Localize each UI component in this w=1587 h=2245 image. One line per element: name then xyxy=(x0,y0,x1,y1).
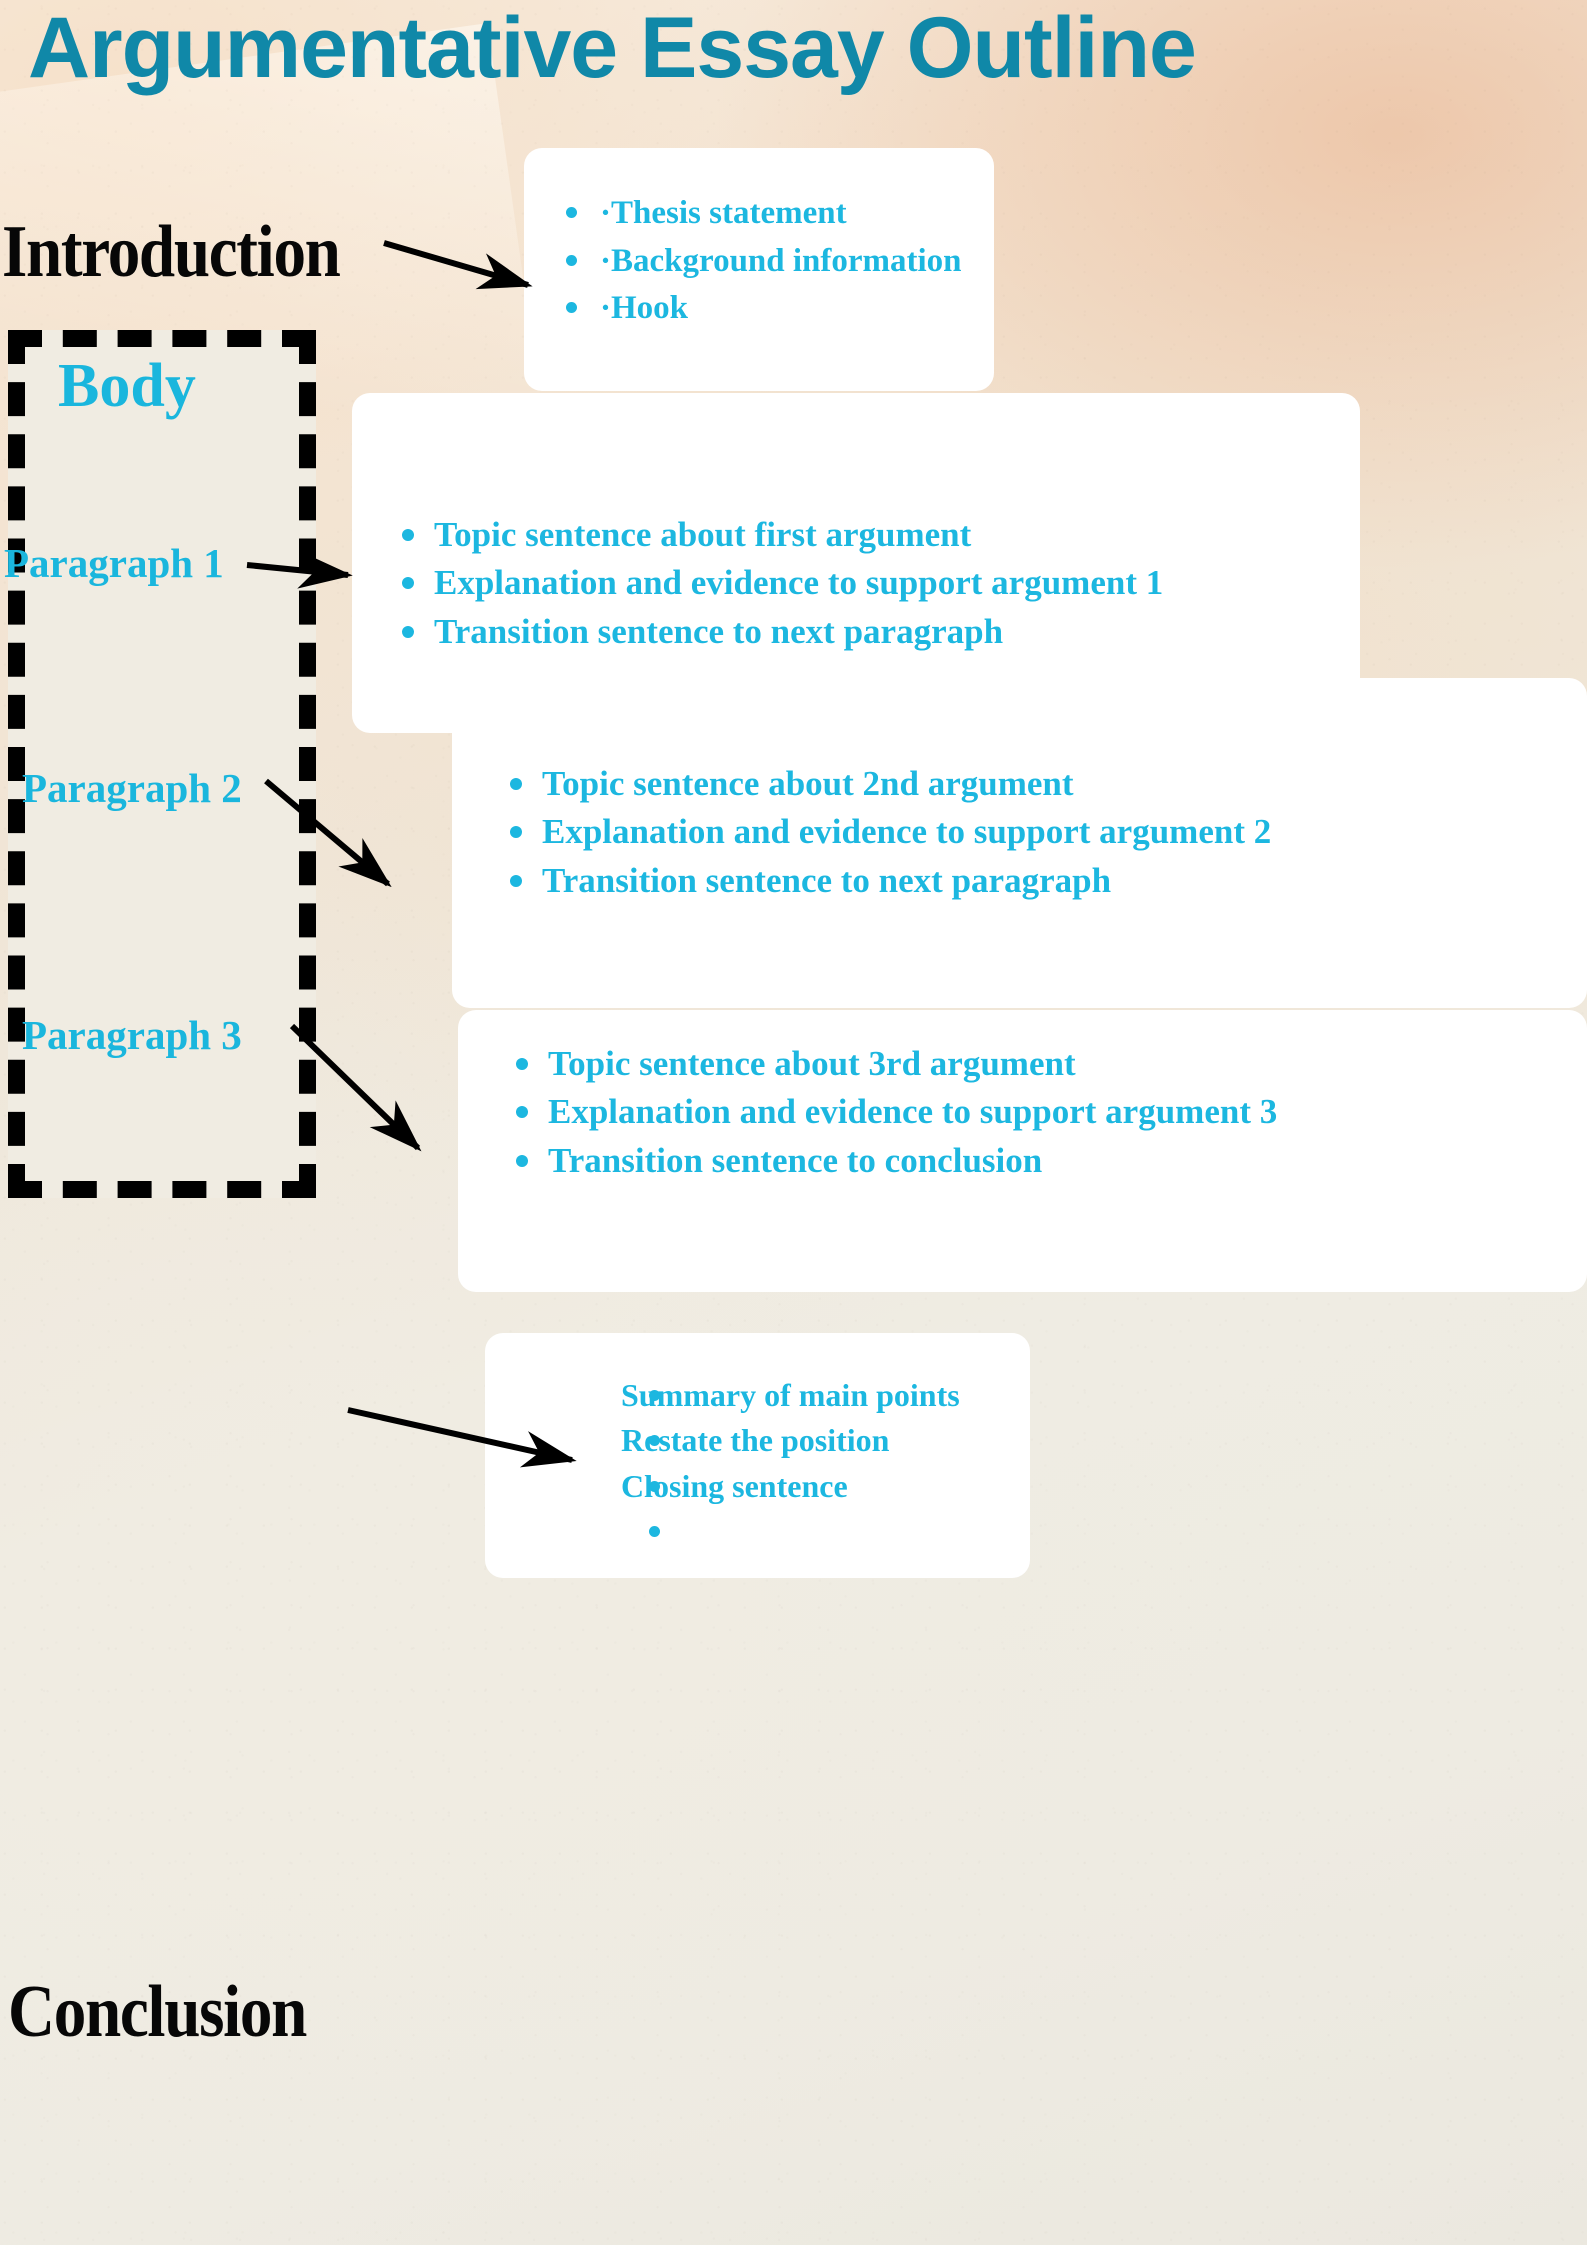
list-item: Closing sentence xyxy=(583,1464,1010,1509)
paragraph-2-bullet-list: Topic sentence about 2nd argument Explan… xyxy=(504,760,1563,905)
paragraph-2-card: Topic sentence about 2nd argument Explan… xyxy=(452,678,1587,1008)
list-item: ·Thesis statement xyxy=(562,190,968,238)
introduction-bullet-list: ·Thesis statement ·Background informatio… xyxy=(562,190,968,333)
paragraph-1-bullet-list: Topic sentence about first argument Expl… xyxy=(396,511,1336,656)
list-item: Explanation and evidence to support argu… xyxy=(396,559,1336,607)
list-item: Topic sentence about 3rd argument xyxy=(510,1040,1563,1088)
conclusion-card: Summary of main points Restate the posit… xyxy=(485,1333,1030,1578)
list-item: Transition sentence to next paragraph xyxy=(396,608,1336,656)
list-item: Topic sentence about 2nd argument xyxy=(504,760,1563,808)
page-title: Argumentative Essay Outline xyxy=(28,0,1197,96)
list-item: ·Background information xyxy=(562,238,968,286)
list-item: ·Hook xyxy=(562,285,968,333)
section-label-paragraph-2: Paragraph 2 xyxy=(22,765,242,811)
list-item: Transition sentence to next paragraph xyxy=(504,857,1563,905)
section-label-introduction: Introduction xyxy=(2,211,341,293)
list-item: Transition sentence to conclusion xyxy=(510,1137,1563,1185)
list-item: Topic sentence about first argument xyxy=(396,511,1336,559)
arrow-introduction xyxy=(383,240,533,290)
section-label-body: Body xyxy=(58,352,196,420)
section-label-conclusion: Conclusion xyxy=(8,1971,307,2053)
section-label-paragraph-1: Paragraph 1 xyxy=(4,540,224,586)
list-item: Summary of main points xyxy=(583,1373,1010,1418)
paragraph-3-bullet-list: Topic sentence about 3rd argument Explan… xyxy=(510,1040,1563,1185)
body-dashed-box xyxy=(8,330,316,1198)
introduction-card: ·Thesis statement ·Background informatio… xyxy=(524,148,994,391)
paragraph-3-card: Topic sentence about 3rd argument Explan… xyxy=(458,1010,1587,1292)
paragraph-1-card: Topic sentence about first argument Expl… xyxy=(352,393,1360,733)
conclusion-bullet-list: Summary of main points Restate the posit… xyxy=(583,1373,1010,1538)
list-item: Explanation and evidence to support argu… xyxy=(504,808,1563,856)
list-item: Explanation and evidence to support argu… xyxy=(510,1088,1563,1136)
list-item xyxy=(583,1509,1010,1538)
section-label-paragraph-3: Paragraph 3 xyxy=(22,1012,242,1058)
list-item: Restate the position xyxy=(583,1418,1010,1463)
